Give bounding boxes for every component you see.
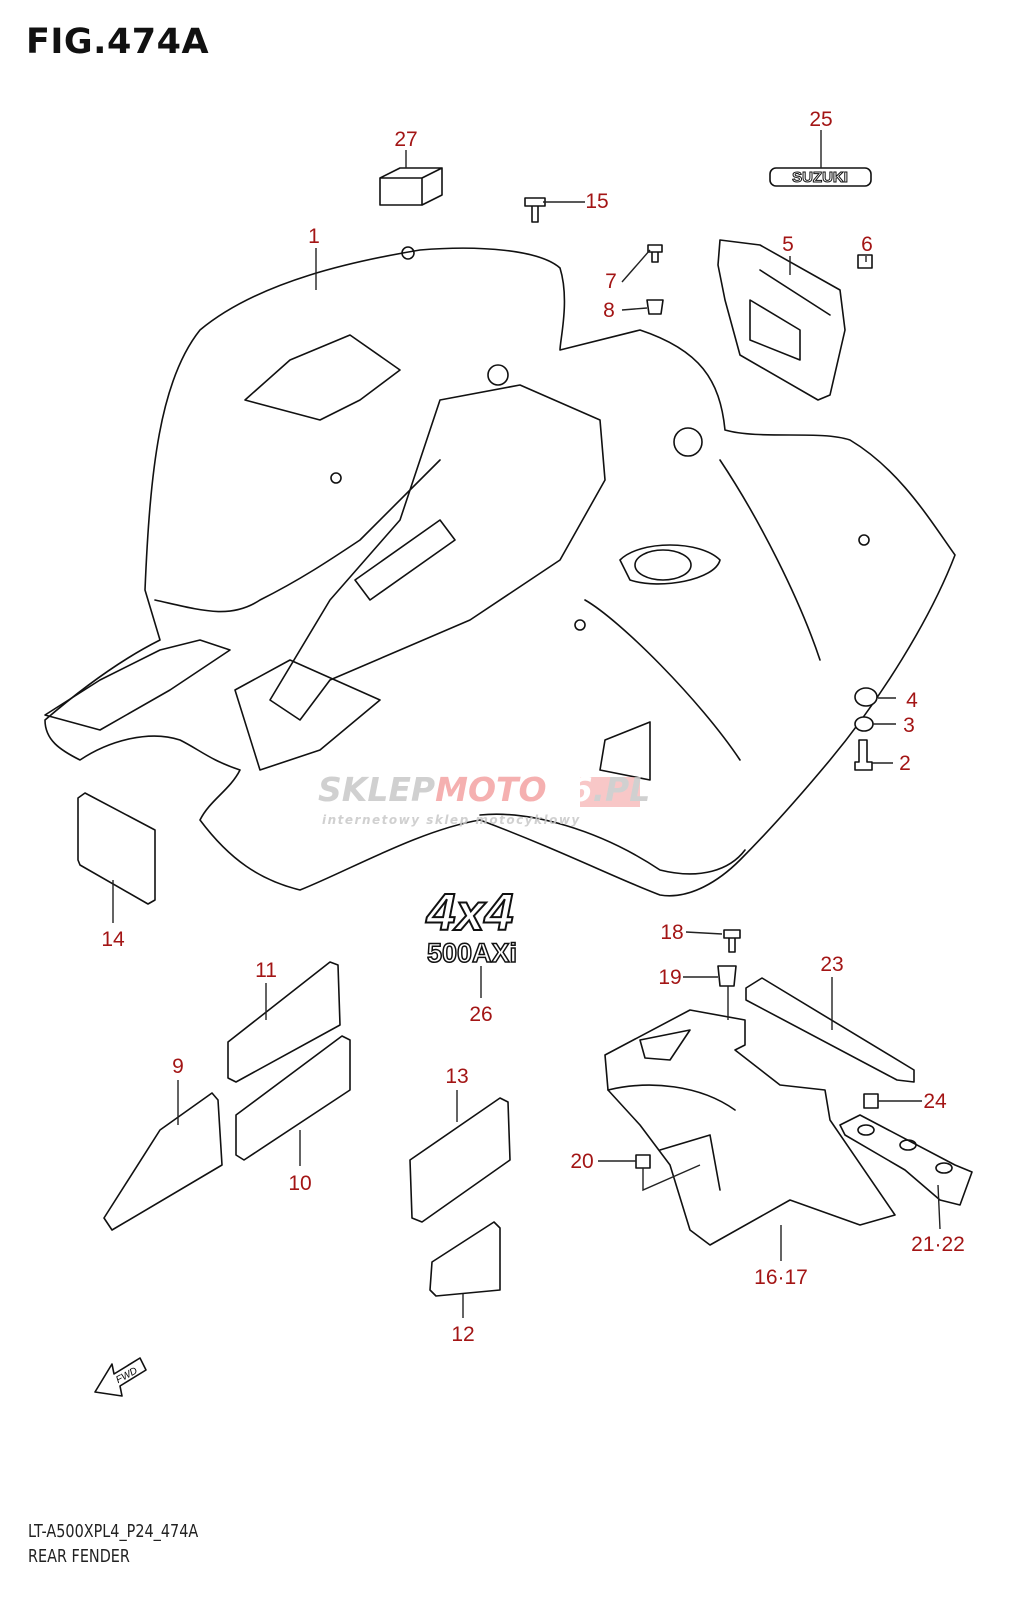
callout-27[interactable]: 27 bbox=[394, 128, 417, 151]
callout-25[interactable]: 25 bbox=[809, 108, 832, 131]
leader-lines bbox=[112, 130, 941, 1318]
callout-12[interactable]: 12 bbox=[451, 1323, 474, 1346]
part-3-collar[interactable] bbox=[854, 716, 874, 732]
watermark-tagline: internetowy sklep motocyklowy bbox=[322, 813, 581, 827]
callout-14[interactable]: 14 bbox=[101, 928, 125, 951]
callout-2[interactable]: 2 bbox=[899, 752, 911, 775]
callout-1[interactable]: 1 bbox=[308, 225, 320, 248]
model-decal-text: 500AXi bbox=[427, 938, 517, 968]
part-9-decal[interactable] bbox=[103, 1092, 223, 1231]
part-27-pad[interactable] bbox=[379, 167, 443, 206]
fwd-arrow-icon: FWD bbox=[94, 1357, 147, 1397]
watermark-brand: SKLEPMOTO46.PL bbox=[318, 770, 650, 809]
part-12-decal[interactable] bbox=[429, 1221, 501, 1297]
part-13-decal[interactable] bbox=[409, 1097, 511, 1223]
callout-23[interactable]: 23 bbox=[820, 953, 843, 976]
part-11-decal[interactable] bbox=[227, 961, 341, 1083]
part-7-screw[interactable] bbox=[647, 244, 663, 263]
rear-fender-part-1[interactable] bbox=[44, 246, 956, 897]
watermark-brand-b: MOTO bbox=[435, 770, 546, 809]
callout-4[interactable]: 4 bbox=[906, 689, 918, 712]
callout-9[interactable]: 9 bbox=[172, 1055, 184, 1078]
callout-20[interactable]: 20 bbox=[570, 1150, 593, 1173]
callout-16-17[interactable]: 16·17 bbox=[754, 1266, 808, 1289]
suzuki-decal-text: SUZUKI bbox=[792, 169, 848, 186]
watermark-brand-d: .PL bbox=[593, 770, 651, 809]
figure-title: FIG.474A bbox=[26, 22, 210, 62]
callout-21-22[interactable]: 21·22 bbox=[911, 1233, 965, 1256]
part-8-nut[interactable] bbox=[646, 299, 664, 315]
part-6-clip[interactable] bbox=[857, 254, 873, 269]
watermark-brand-c: 46 bbox=[546, 770, 593, 809]
watermark: SKLEPMOTO46.PL internetowy sklep motocyk… bbox=[318, 770, 650, 827]
callout-7[interactable]: 7 bbox=[605, 270, 617, 293]
callout-8[interactable]: 8 bbox=[603, 299, 615, 322]
part-15-screw[interactable] bbox=[524, 197, 546, 223]
callout-13[interactable]: 13 bbox=[445, 1065, 468, 1088]
part-14-decal[interactable] bbox=[77, 792, 156, 905]
part-10-decal[interactable] bbox=[235, 1035, 351, 1161]
callout-3[interactable]: 3 bbox=[903, 714, 915, 737]
callout-26[interactable]: 26 bbox=[469, 1003, 492, 1026]
part-26-4x4-500axi-decal[interactable]: 4x4 500AXi bbox=[425, 883, 518, 969]
part-24-clip[interactable] bbox=[863, 1093, 879, 1109]
callout-labels: 1 27 25 15 5 6 7 8 4 3 2 14 26 18 19 23 … bbox=[101, 108, 965, 1346]
callout-24[interactable]: 24 bbox=[923, 1090, 947, 1113]
part-16-17-mud-guard[interactable] bbox=[604, 1009, 896, 1246]
part-25-suzuki-emblem[interactable]: SUZUKI bbox=[769, 167, 872, 187]
callout-5[interactable]: 5 bbox=[782, 233, 794, 256]
part-23-foam-strip[interactable] bbox=[745, 977, 915, 1083]
figure-footer: LT-A500XPL4_P24_474A REAR FENDER bbox=[28, 1519, 198, 1569]
part-18-screw[interactable] bbox=[723, 929, 741, 953]
part-2-bolt[interactable] bbox=[854, 739, 873, 771]
callout-15[interactable]: 15 bbox=[585, 190, 608, 213]
callout-18[interactable]: 18 bbox=[660, 921, 683, 944]
watermark-brand-a: SKLEP bbox=[318, 770, 435, 809]
part-19-nut[interactable] bbox=[717, 965, 737, 987]
part-21-22-bracket[interactable] bbox=[839, 1114, 973, 1206]
figure-name: REAR FENDER bbox=[28, 1546, 130, 1567]
callout-10[interactable]: 10 bbox=[288, 1172, 311, 1195]
figure-code: LT-A500XPL4_P24_474A bbox=[28, 1521, 199, 1542]
callout-11[interactable]: 11 bbox=[255, 959, 277, 982]
four-by-four-decal-text: 4x4 bbox=[426, 884, 514, 942]
fwd-label: FWD bbox=[114, 1366, 139, 1386]
callout-19[interactable]: 19 bbox=[658, 966, 681, 989]
part-5-bracket[interactable] bbox=[717, 239, 846, 401]
part-4-grommet[interactable] bbox=[854, 687, 878, 707]
part-20-clip[interactable] bbox=[635, 1154, 651, 1169]
callout-6[interactable]: 6 bbox=[861, 233, 873, 256]
